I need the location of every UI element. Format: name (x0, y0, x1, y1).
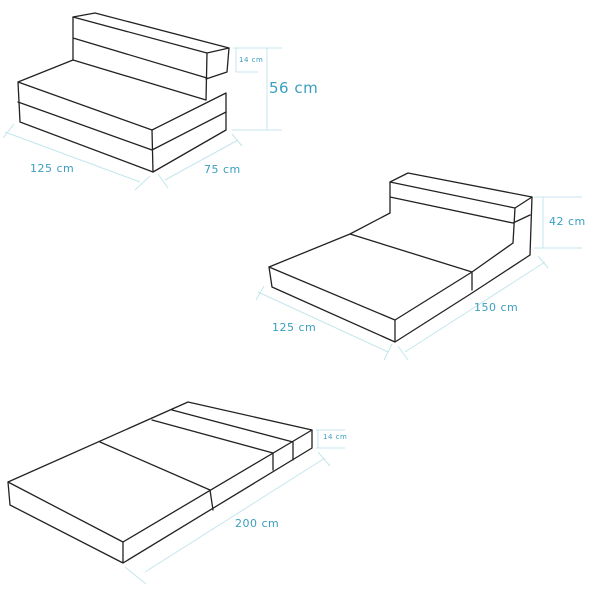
lounger-drawing (268, 172, 533, 343)
chair-dimensions (2, 47, 282, 191)
lounger-length-label: 150 cm (474, 301, 519, 314)
lounger-width-label: 125 cm (272, 321, 317, 334)
chair-thickness-label: 14 cm (239, 56, 264, 64)
chair-depth-label: 75 cm (204, 163, 241, 176)
chair-drawing (17, 12, 230, 173)
mattress-drawing (7, 401, 313, 564)
mattress-thickness-label: 14 cm (323, 433, 348, 441)
mattress-length-label: 200 cm (235, 517, 280, 530)
mattress-dimensions (124, 429, 345, 585)
lounger-height-label: 42 cm (549, 215, 586, 228)
chair-width-label: 125 cm (30, 162, 75, 175)
chair-height-label: 56 cm (269, 79, 319, 97)
lounger-dimensions (255, 196, 582, 361)
